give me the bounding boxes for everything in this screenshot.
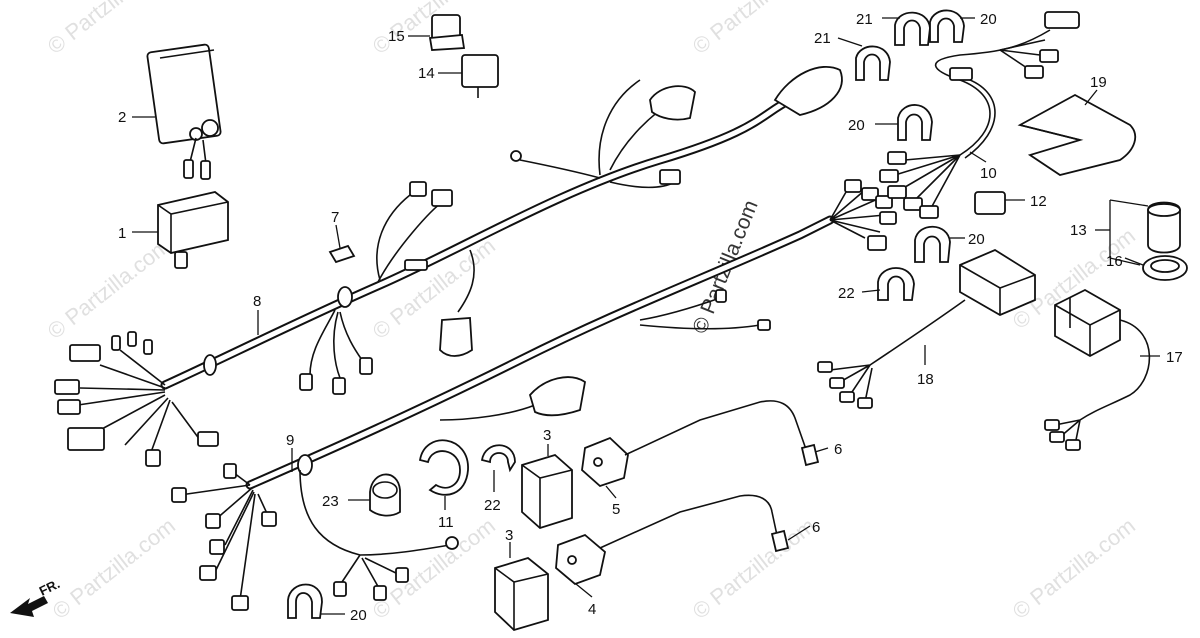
watermark: © Partzilla.com	[43, 0, 175, 59]
callout-7: 7	[331, 209, 339, 226]
callout-21-right: 21	[856, 11, 873, 28]
callout-14: 14	[418, 65, 435, 82]
part-13-unit	[1147, 201, 1181, 254]
part-7-fuse	[328, 244, 356, 264]
callout-3-upper: 3	[543, 427, 551, 444]
sub-harness-9	[171, 179, 897, 611]
callout-20-bottom: 20	[350, 607, 367, 624]
callout-18: 18	[917, 371, 934, 388]
part-2-unit	[146, 43, 222, 180]
part-3-cover-lower	[494, 557, 549, 632]
part-16-clamp	[1142, 255, 1188, 281]
part-18-unit	[817, 248, 1036, 409]
callout-1: 1	[118, 225, 126, 242]
callout-23: 23	[322, 493, 339, 510]
clamp-20-bottom	[287, 583, 323, 619]
clamp-23	[369, 473, 401, 517]
watermark: © Partzilla.com	[688, 0, 820, 59]
leader-lines	[132, 17, 1160, 615]
clamp-21-right	[894, 11, 931, 46]
callout-22-lower: 22	[484, 497, 501, 514]
callout-11: 11	[438, 514, 454, 531]
callout-17: 17	[1166, 349, 1183, 366]
part-5-sensor	[581, 400, 820, 488]
watermark: © Partzilla.com	[48, 513, 180, 624]
callout-19: 19	[1090, 74, 1107, 91]
callout-20-top: 20	[980, 11, 997, 28]
callout-21-left: 21	[814, 30, 831, 47]
main-harness-8	[54, 65, 843, 467]
callout-labels: 1 2 3 3 4 5 6 6 7 8 9 10 11 12 13 14 15 …	[118, 11, 1183, 624]
callout-5: 5	[612, 501, 620, 518]
callout-9: 9	[286, 432, 294, 449]
part-3-cover-upper	[521, 453, 573, 530]
callout-16: 16	[1106, 253, 1123, 270]
sub-harness-10	[879, 11, 1080, 219]
clamp-22-upper	[877, 267, 915, 301]
callout-15: 15	[388, 28, 405, 45]
watermark: © Partzilla.com	[43, 233, 175, 344]
callout-6-lower: 6	[812, 519, 820, 536]
clamp-11	[418, 439, 469, 496]
part-12-unit	[974, 191, 1006, 215]
callout-2: 2	[118, 109, 126, 126]
part-14-relay	[461, 54, 499, 98]
clamp-22-lower	[480, 444, 516, 473]
callout-13: 13	[1070, 222, 1087, 239]
clamp-20-top	[929, 9, 965, 43]
part-15-relay	[428, 14, 466, 51]
watermark: © Partzilla.com	[368, 233, 500, 344]
clamp-20-mid	[897, 104, 933, 141]
part-4-sensor	[555, 494, 790, 586]
callout-22-upper: 22	[838, 285, 855, 302]
front-arrow-icon	[10, 596, 48, 617]
callout-4: 4	[588, 601, 596, 618]
clamp-20-right	[914, 225, 951, 263]
callout-6-upper: 6	[834, 441, 842, 458]
callout-12: 12	[1030, 193, 1047, 210]
part-1-unit	[157, 191, 229, 269]
part-19-sheet	[1017, 93, 1137, 176]
part-17-unit	[1044, 288, 1151, 451]
clamp-21-left	[855, 45, 891, 81]
callout-20-right: 20	[968, 231, 985, 248]
watermark: © Partzilla.com	[688, 513, 820, 624]
callout-20-mid: 20	[848, 117, 865, 134]
watermark: © Partzilla.com	[1008, 513, 1140, 624]
callout-8: 8	[253, 293, 261, 310]
callout-3-lower: 3	[505, 527, 513, 544]
callout-10: 10	[980, 165, 997, 182]
